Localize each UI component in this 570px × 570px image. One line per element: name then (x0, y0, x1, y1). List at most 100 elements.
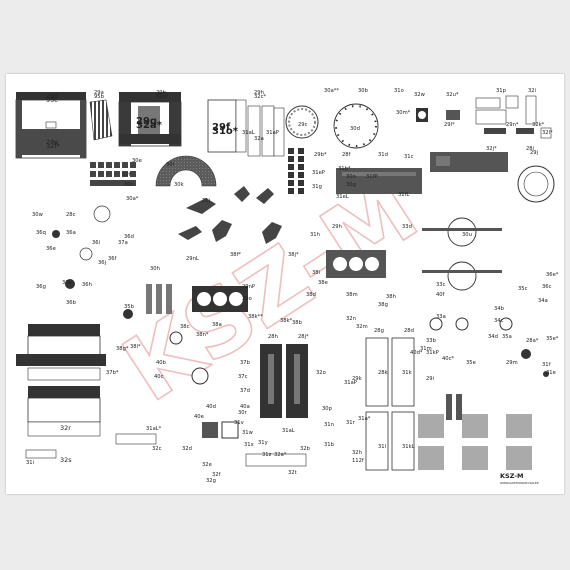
part-label: 35e (466, 360, 476, 366)
part-label: 29o (242, 296, 252, 302)
part-label: 30h (150, 266, 160, 272)
part-label: 38k* (280, 318, 293, 324)
part-label: 34a (538, 298, 548, 304)
part-label: 29nL (186, 256, 199, 262)
part-label: 38h (386, 294, 396, 300)
part-label: 32e (202, 462, 212, 468)
part-label: 38n* (196, 332, 209, 338)
part-label: 32s (60, 456, 72, 464)
part-label: 31kP (426, 350, 439, 356)
part-label: 38m (346, 292, 358, 298)
part-label: 31p (496, 88, 507, 94)
part-label: 36b (66, 300, 77, 306)
part-label: 33b (426, 338, 437, 344)
part-label: 30w (32, 212, 44, 218)
part-label: 32c* (254, 94, 266, 100)
part-group-31-top (416, 95, 552, 139)
part-label: 32a* (136, 120, 163, 131)
part-label: 34b (494, 306, 505, 312)
part-label: 32w (414, 92, 426, 98)
part-label: 31kL (402, 444, 415, 450)
part-label: 32c (152, 446, 162, 452)
part-label: 31aP (344, 380, 357, 386)
part-28f (517, 165, 555, 203)
part-label: 32d (182, 446, 192, 452)
part-label: 31w (242, 430, 254, 436)
part-label: 29l* (444, 122, 455, 128)
part-label: 32g (206, 478, 216, 484)
part-label: 28j* (298, 334, 309, 340)
logo-text: KSZ-M (500, 472, 523, 480)
part-label: 37c (238, 374, 248, 380)
part-label: 31n (324, 422, 334, 428)
part-grey-squares (418, 414, 532, 470)
part-31-columns (365, 337, 415, 471)
part-label: 32f* (46, 142, 61, 150)
part-label: 31a* (358, 416, 371, 422)
part-label: 30f (122, 172, 131, 178)
part-label: 33c (436, 282, 446, 288)
part-label: 30k (174, 182, 184, 188)
part-label: 36i (92, 240, 100, 246)
part-label: 38a (212, 322, 222, 328)
part-label: 36h (82, 282, 92, 288)
part-label: 31z (262, 452, 272, 458)
parts-sheet-drawing: KSZ-M (15, 88, 559, 485)
part-label: 28f (342, 152, 351, 158)
part-label: 31o (394, 88, 404, 94)
part-label: 29n* (506, 122, 519, 128)
part-label: 32h (352, 450, 362, 456)
part-label: 38k** (248, 314, 263, 320)
part-label: 31aP (266, 130, 279, 136)
part-label: 34d (488, 334, 498, 340)
part-label: 29f (212, 122, 231, 133)
part-label: 30o (346, 174, 356, 180)
part-label: 29a (94, 90, 104, 96)
part-label: 31i (26, 460, 34, 466)
logo-subtext: WWW.KARTONOWY.SKLEP (500, 481, 539, 485)
part-label: 30b (358, 88, 369, 94)
part-31k-group (16, 324, 106, 437)
part-label: 30g (346, 182, 356, 188)
part-label: 40b (156, 360, 167, 366)
part-label: 36f (108, 256, 117, 262)
part-label: 31aL (242, 130, 255, 136)
part-label: 31b* (338, 166, 351, 172)
part-label: 29nP (242, 284, 255, 290)
part-label: 30p (322, 406, 333, 412)
part-label: 38c (180, 324, 190, 330)
part-label: 30a* (126, 196, 139, 202)
part-label: 31e (546, 370, 556, 376)
part-label: 38l* (130, 344, 141, 350)
part-label: 35a (502, 334, 512, 340)
part-label: 32l* (542, 130, 553, 136)
part-30e (90, 162, 136, 186)
part-group-31b (288, 148, 304, 194)
part-label: 40c (154, 374, 164, 380)
part-label: 32m (356, 324, 368, 330)
part-label: 28i (526, 146, 534, 152)
part-label: 29j (530, 150, 538, 156)
part-label: 31aL* (146, 426, 162, 432)
part-label: 32d* (156, 94, 169, 100)
part-label: 31f (542, 362, 551, 368)
part-label: 32a (254, 136, 264, 142)
part-label: 32j* (486, 146, 497, 152)
part-label: 31fP (366, 174, 378, 180)
part-label: 40c* (442, 356, 454, 362)
part-label: 30d (350, 126, 360, 132)
part-label: 36j (98, 260, 106, 266)
part-label: 36g (36, 284, 46, 290)
part-label: 95c (46, 96, 58, 104)
part-28c-28d (422, 217, 502, 291)
part-label: 30a** (324, 88, 339, 94)
part-label: 29m (506, 360, 518, 366)
part-label: 33d (402, 224, 412, 230)
part-label: 40e (194, 414, 204, 420)
part-label: 36k (62, 280, 72, 286)
part-29c (285, 105, 319, 139)
part-label: 38j* (288, 252, 299, 258)
part-group-propellers (178, 186, 282, 244)
part-label: 28c (66, 212, 76, 218)
part-label: 31l (378, 444, 386, 450)
